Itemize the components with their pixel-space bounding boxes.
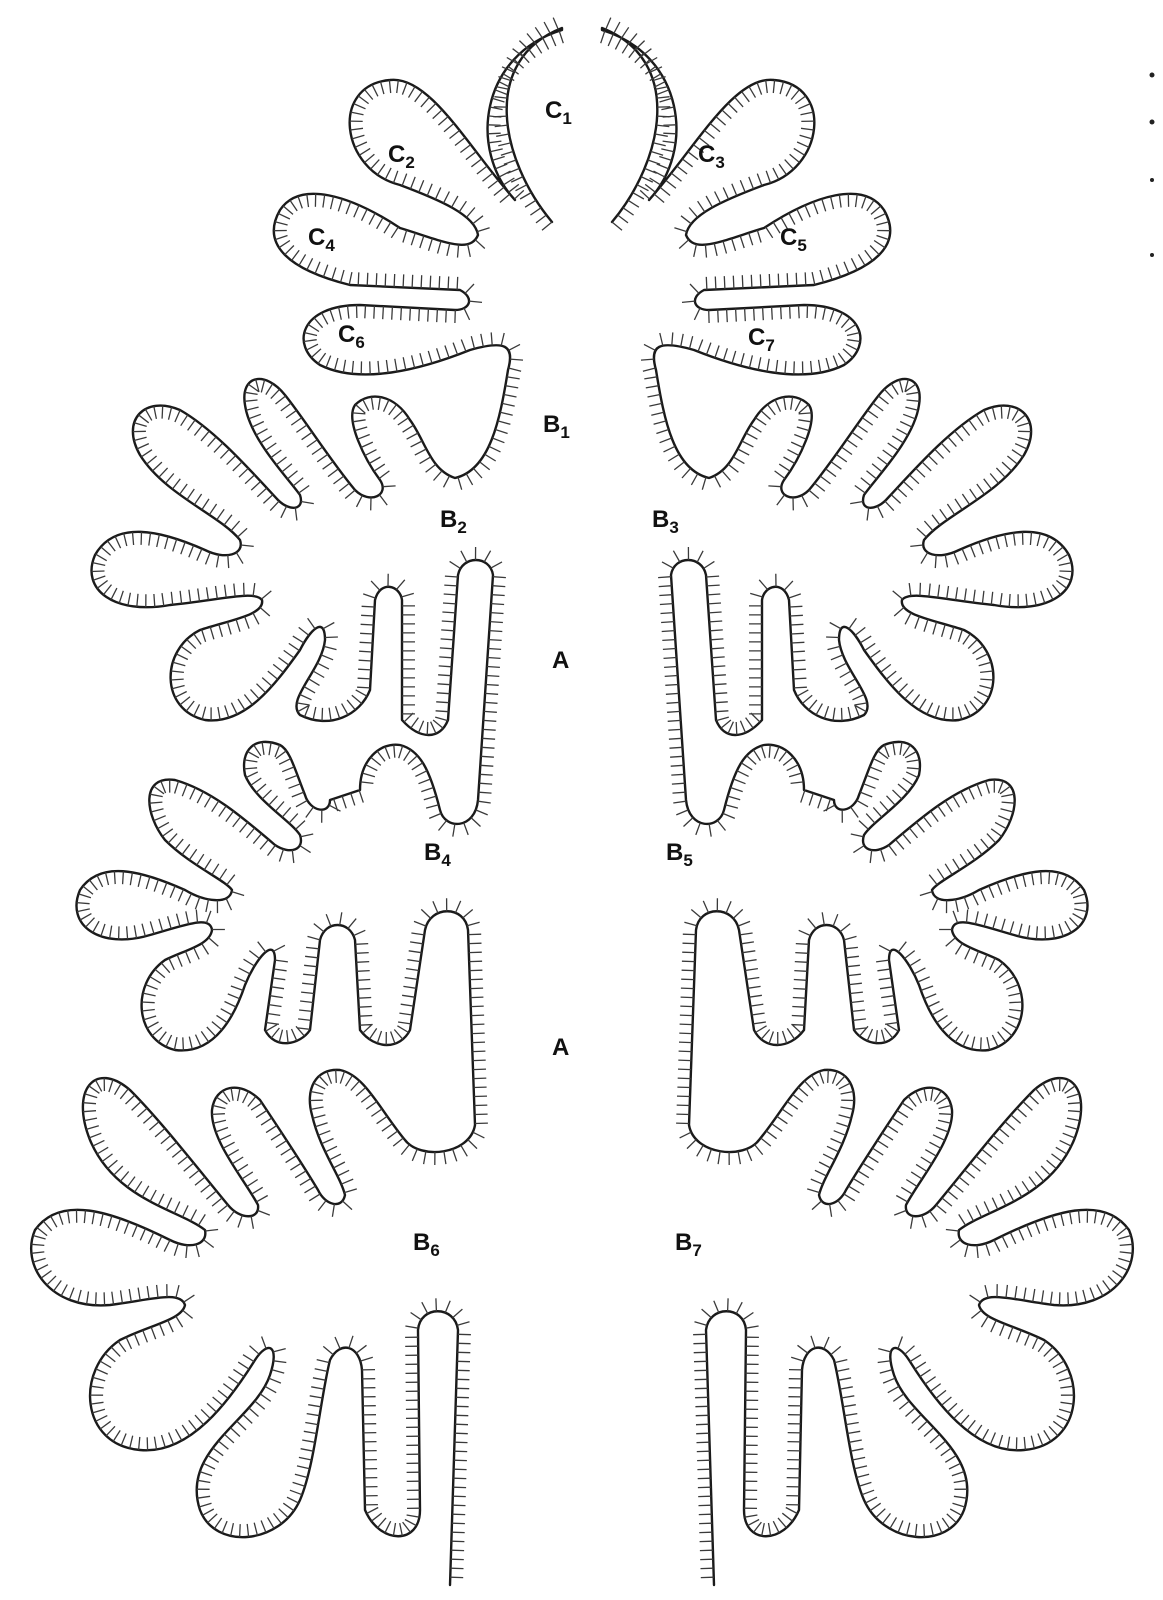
- label-b1: B1: [543, 411, 570, 442]
- label-c7: C7: [748, 324, 775, 355]
- left-suture-outline: [30, 17, 564, 1587]
- label-b5: B5: [666, 839, 693, 870]
- label-c6: C6: [338, 321, 365, 352]
- label-a-lower: A: [552, 1034, 569, 1061]
- hatched-edge-right: [600, 16, 1134, 1579]
- label-b6: B6: [413, 1229, 440, 1260]
- label-b2: B2: [440, 506, 467, 537]
- edge-dot-1: [1149, 72, 1155, 78]
- label-b7: B7: [675, 1229, 702, 1260]
- label-c3: C3: [698, 141, 725, 172]
- cropped-edge-marks: [1149, 72, 1155, 257]
- hatched-edge-left: [31, 17, 564, 1579]
- edge-dot-3: [1150, 178, 1154, 182]
- label-b4: B4: [424, 839, 451, 870]
- label-c4: C4: [308, 224, 335, 255]
- suture-line-left: [30, 26, 564, 1587]
- edge-dot-4: [1150, 253, 1154, 257]
- lobe-labels: C1 C2 C3 C4 C5 C6 C7 B1 B2 B3 A B4 B5 A …: [308, 97, 807, 1260]
- label-c5: C5: [780, 224, 807, 255]
- label-b3: B3: [652, 506, 679, 537]
- label-a-upper: A: [552, 647, 569, 674]
- label-c2: C2: [388, 141, 415, 172]
- edge-dot-2: [1149, 119, 1155, 125]
- label-c1: C1: [545, 97, 572, 128]
- right-suture-outline: [600, 16, 1135, 1587]
